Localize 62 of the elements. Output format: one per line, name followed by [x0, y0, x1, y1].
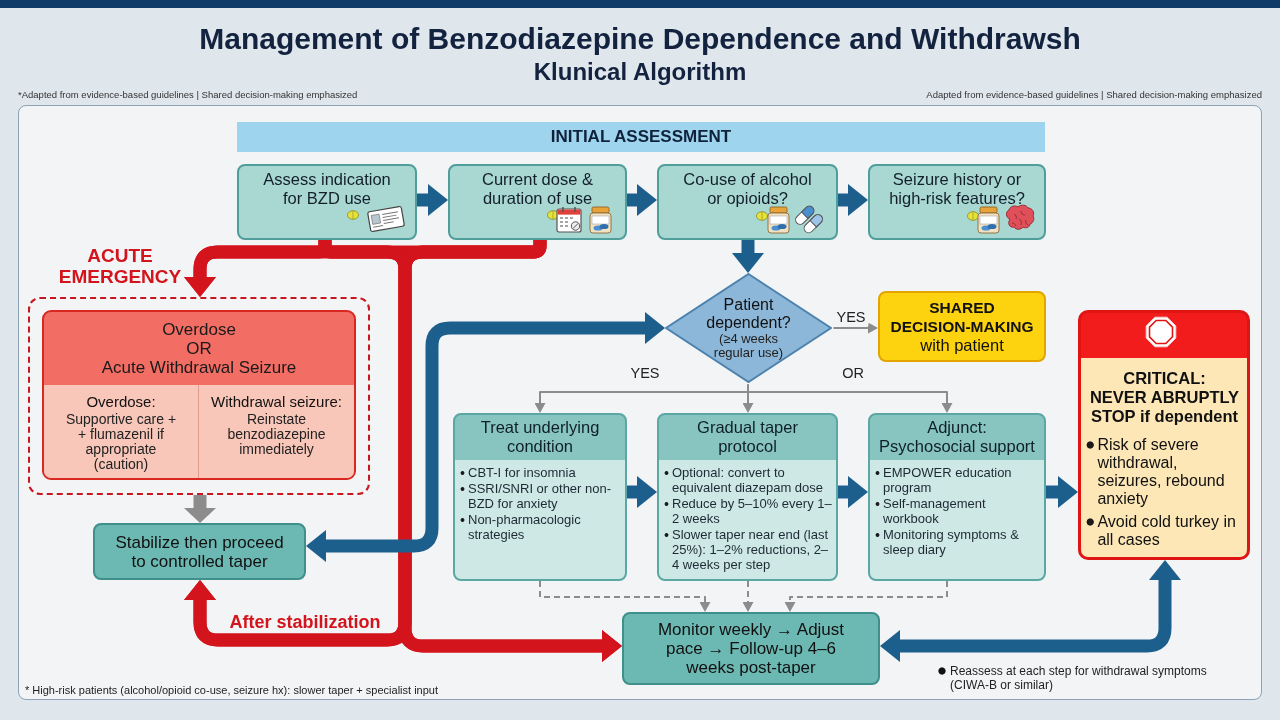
box-label: Seizure history or high-risk features?: [888, 170, 1026, 208]
warning-heading: NEVER ABRUPTLY STOP if dependent: [1088, 388, 1241, 426]
dashed-arrow: [742, 580, 754, 612]
thick-arrow: [627, 184, 657, 216]
alert-heading: OR: [186, 339, 212, 358]
process-card: [657, 413, 838, 581]
band-label: INITIAL ASSESSMENT: [550, 127, 732, 147]
panel-heading: Withdrawal seizure:: [211, 393, 342, 411]
title: Management of Benzodiazepine Dependence and Withdrawsh: [199, 22, 1081, 56]
arrow: [747, 383, 953, 413]
card-heading: Adjunct: Psychosocial support: [878, 417, 1036, 456]
dashed-arrow: [539, 580, 711, 612]
double-headed-arrow: [306, 312, 665, 562]
process-box: [657, 164, 838, 240]
process-box: [448, 164, 627, 240]
process-card: [453, 413, 627, 581]
dashed-arrow: [784, 580, 948, 612]
alert-box: [42, 310, 356, 480]
source-note: Adapted from evidence-based guidelines | Shared decision-making emphasized: [926, 89, 1262, 100]
card-heading: Gradual taper protocol: [696, 417, 799, 456]
diamond-label: Patient dependent?: [705, 296, 792, 332]
source-note: *Adapted from evidence-based guidelines | Shared decision-making emphasized: [18, 89, 358, 100]
highlight-box: [878, 291, 1046, 362]
process-card: [868, 413, 1046, 581]
process-box: [868, 164, 1046, 240]
card-heading: Treat underlying condition: [479, 417, 601, 456]
alert-heading: Overdose: [162, 320, 236, 339]
warning-card: [1078, 310, 1250, 560]
arrow: [832, 322, 878, 334]
decision-diamond: [665, 273, 832, 383]
panel-heading: Overdose:: [86, 393, 156, 411]
thick-arrow: [838, 476, 868, 508]
group-heading: ACUTE EMERGENCY: [58, 245, 182, 287]
box-label: SHARED DECISION-MAKING: [889, 298, 1035, 336]
section-header-band: [237, 122, 1045, 152]
subtitle: Klunical Algorithm: [533, 58, 747, 86]
box-label: Stabilize then proceed to controlled taper: [114, 532, 285, 571]
double-headed-arrow: [880, 560, 1181, 662]
process-box: [237, 164, 417, 240]
panel-text: Supportive care + + flumazenil if appropriate (caution): [64, 412, 178, 472]
warning-heading: CRITICAL:: [1123, 369, 1206, 388]
action-box: [93, 523, 306, 580]
info-panel: [199, 385, 354, 478]
footnote: * High-risk patients (alcohol/opioid co-use, seizure hx): slower taper + specialist input: [25, 684, 438, 696]
thick-arrow: [732, 240, 764, 273]
info-panel: [44, 385, 199, 478]
alert-heading: Acute Withdrawal Seizure: [101, 358, 297, 377]
thick-arrow: [184, 495, 216, 523]
thick-arrow: [398, 239, 622, 662]
thick-arrow: [838, 184, 868, 216]
thick-arrow: [627, 476, 657, 508]
box-label: Co-use of alcohol or opioids?: [682, 170, 813, 208]
diamond-note: (≥4 weeks regular use): [712, 332, 785, 360]
thick-arrow: [1046, 476, 1078, 508]
box-label: with patient: [920, 336, 1004, 355]
panel-text: Reinstate benzodiazepine immediately: [226, 412, 327, 457]
box-label: Monitor weekly → Adjust pace → Follow-up 4–6 weeks post-taper: [656, 620, 846, 677]
box-label: Assess indication for BZD use: [262, 170, 392, 208]
bullet-item: Reduce by 5–10% every 1–2 weeks: [664, 496, 833, 526]
action-box: [622, 612, 880, 685]
box-label: Current dose & duration of use: [481, 170, 594, 208]
thick-arrow: [417, 184, 448, 216]
